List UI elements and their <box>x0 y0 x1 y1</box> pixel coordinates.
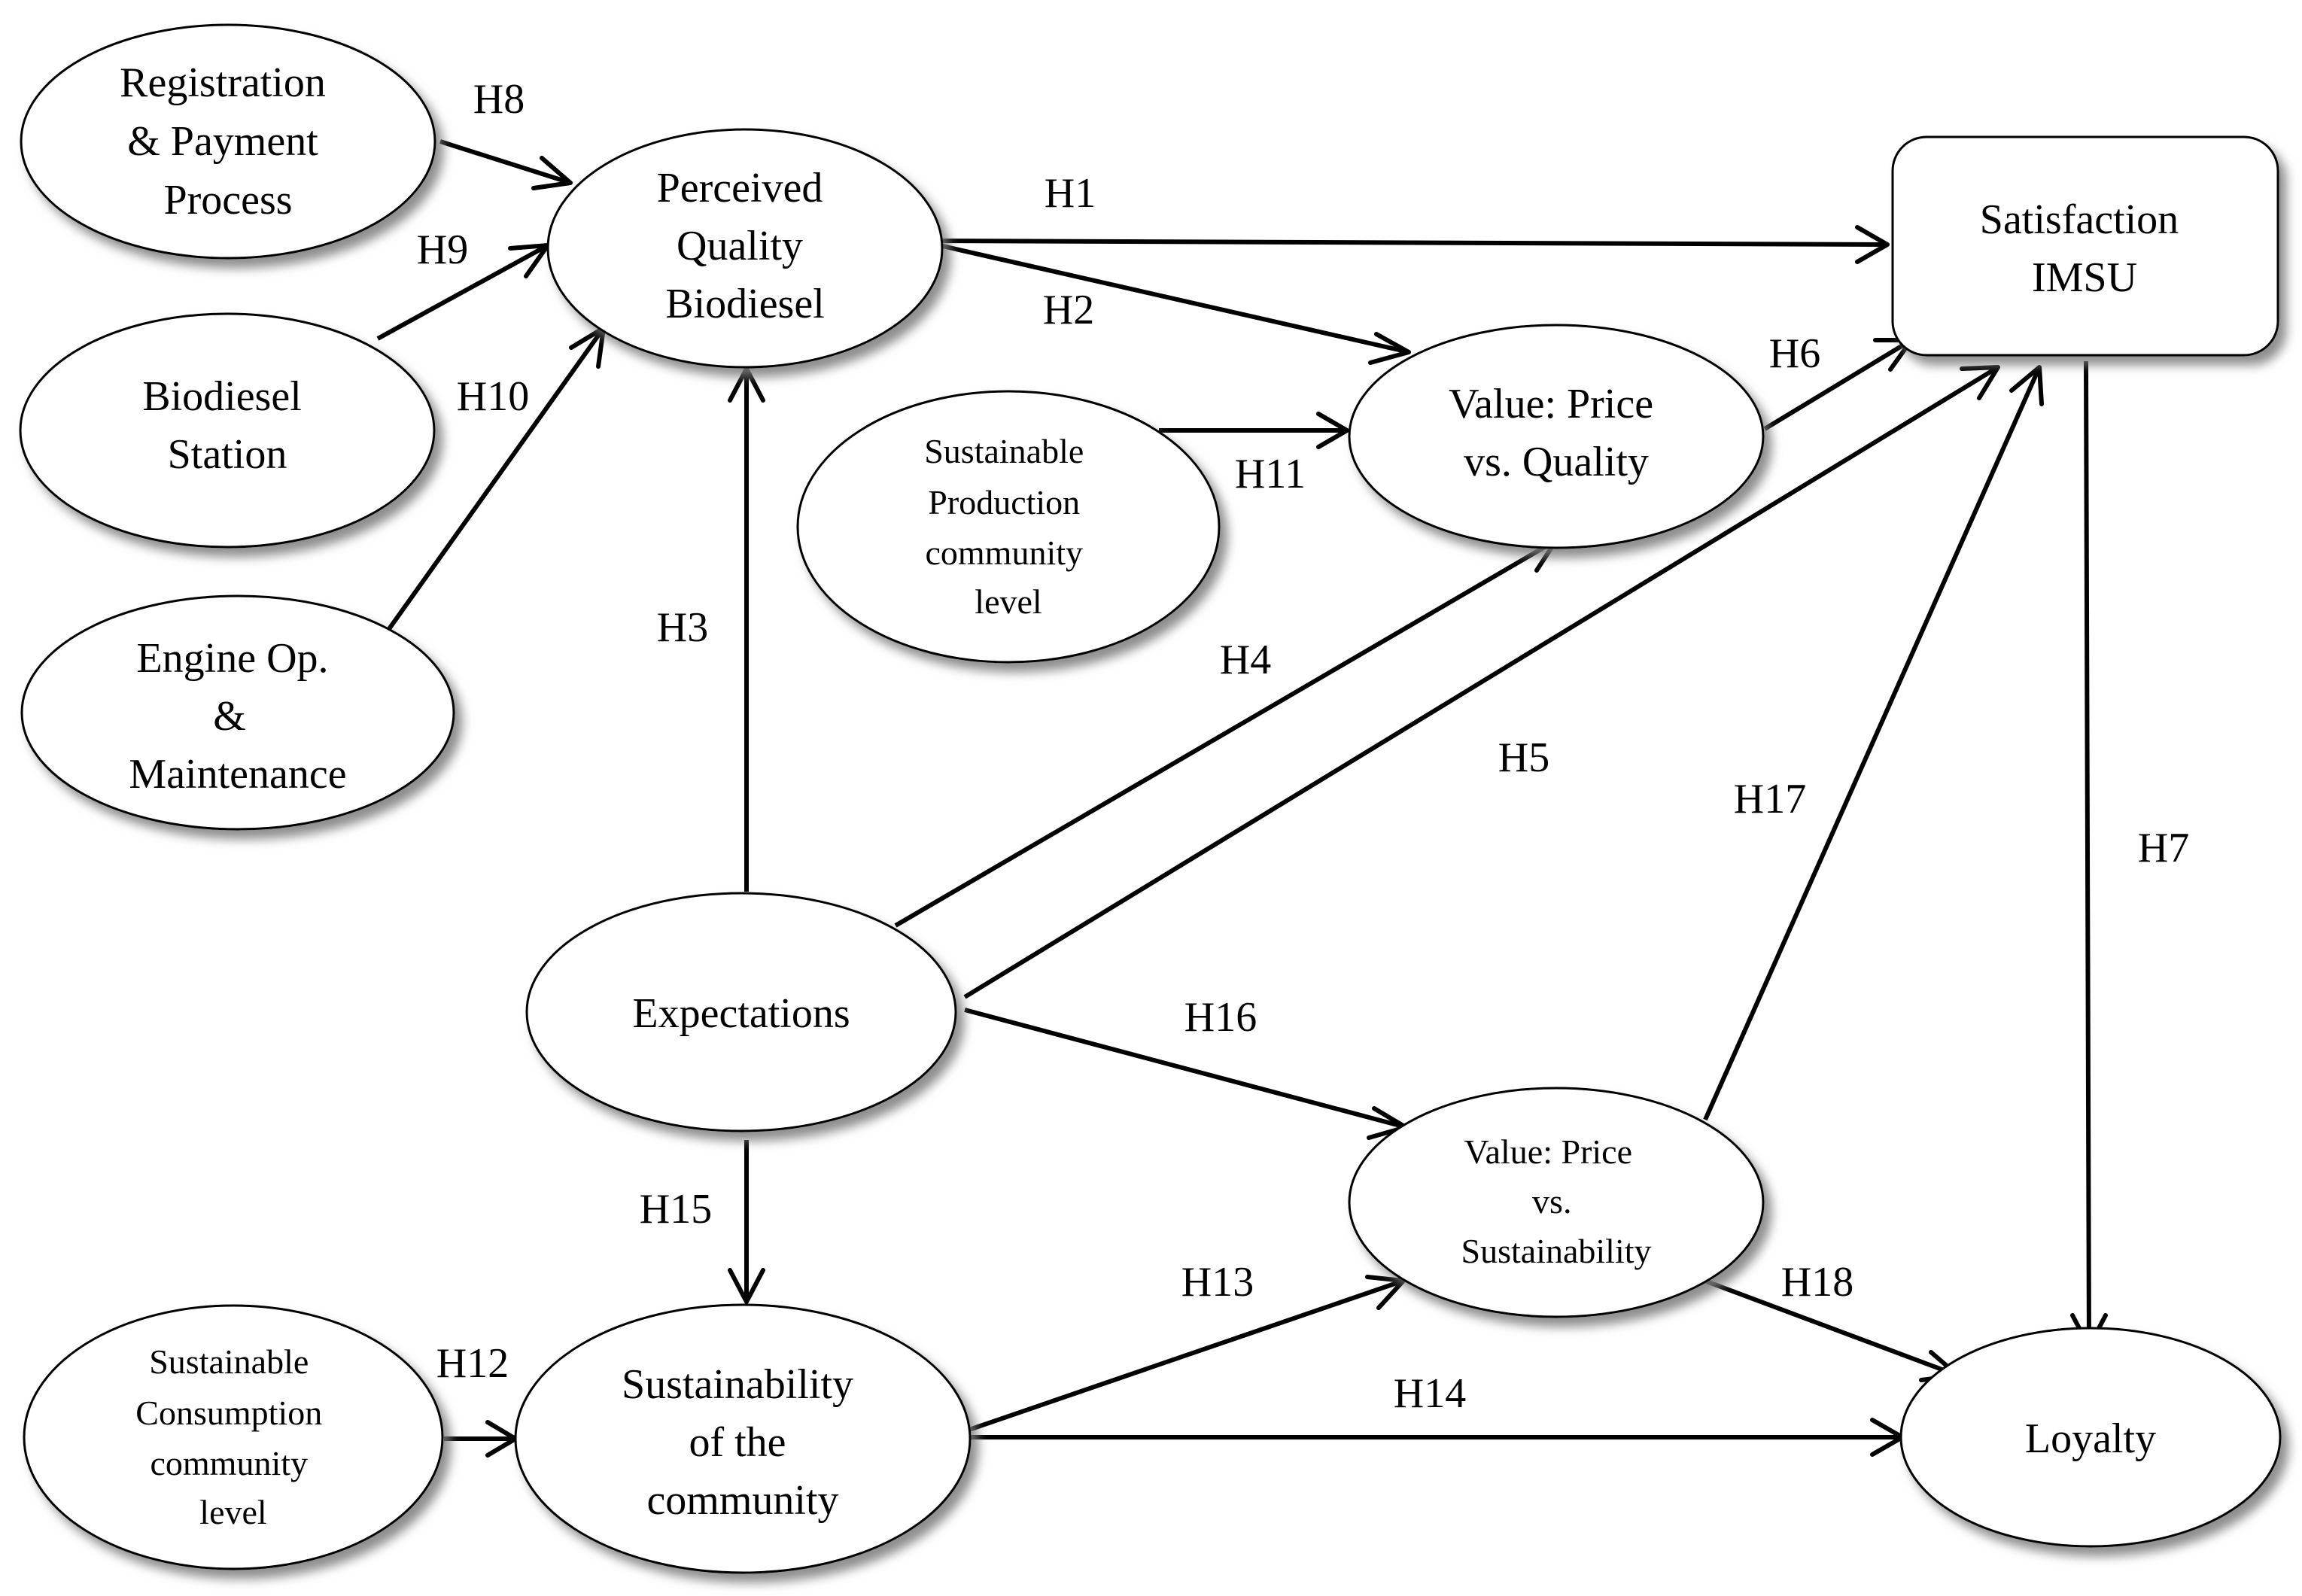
construct-registration-payment-process: Registration & Payment Process <box>20 23 436 260</box>
label-h4: H4 <box>1220 637 1271 683</box>
construct-label-line: Loyalty <box>2025 1415 2156 1462</box>
construct-label-line: Process <box>163 177 292 223</box>
construct-label-line: Sustainability <box>1461 1232 1652 1270</box>
construct-label-line: Maintenance <box>129 751 346 798</box>
construct-label-line: level <box>199 1493 266 1531</box>
path-h2 <box>938 243 1411 365</box>
svg-text:Sustainable Production: Sustainable Production community level <box>924 432 1093 621</box>
construct-biodiesel-station: Biodiesel Station <box>19 312 436 549</box>
label-h5: H5 <box>1498 734 1549 781</box>
construct-label-line: Value: Price <box>1464 1132 1632 1171</box>
label-h11: H11 <box>1235 451 1306 497</box>
label-h7: H7 <box>2138 825 2189 871</box>
hypothesis-labels: H8 H9 H10 H1 H2 H3 H11 H6 H4 H5 H17 H7 H… <box>417 76 2189 1417</box>
label-h3: H3 <box>657 604 708 651</box>
svg-text:Perceived Quality: Perceived Quality Biodiesel <box>657 165 834 327</box>
path-h11 <box>1159 412 1349 449</box>
construct-label-line: community <box>925 534 1083 572</box>
construct-label-line: level <box>975 582 1042 621</box>
label-h6: H6 <box>1769 330 1820 377</box>
construct-label-line: Biodiesel <box>142 373 302 420</box>
path-h7 <box>2070 360 2108 1349</box>
svg-text:Engine Op. & M: Engine Op. & Maintenance <box>129 635 346 798</box>
label-h2: H2 <box>1043 287 1094 333</box>
label-h15: H15 <box>640 1186 712 1233</box>
construct-label-line: & <box>213 693 246 740</box>
construct-label-line: Consumption <box>135 1394 322 1432</box>
construct-satisfaction-imsu: Satisfaction IMSU <box>1891 135 2279 357</box>
construct-label-line: vs. Quality <box>1464 439 1649 485</box>
path-h5 <box>963 365 2000 999</box>
construct-label-line: Sustainable <box>924 432 1084 470</box>
construct-label-line: vs. <box>1532 1182 1571 1221</box>
svg-text:Registration & Payment: Registration & Payment Process <box>120 59 336 223</box>
construct-sustainable-production: Sustainable Production community level <box>796 390 1221 664</box>
label-h13: H13 <box>1181 1259 1254 1306</box>
label-h8: H8 <box>473 76 525 123</box>
svg-text:Sustainable Consumptio: Sustainable Consumption community level <box>135 1342 330 1531</box>
construct-perceived-quality-biodiesel: Perceived Quality Biodiesel <box>546 128 944 369</box>
label-h16: H16 <box>1184 994 1257 1041</box>
construct-expectations: Expectations <box>525 892 957 1132</box>
construct-label-line: Engine Op. <box>136 635 328 682</box>
label-h18: H18 <box>1781 1259 1853 1306</box>
construct-label-line: IMSU <box>2032 254 2137 301</box>
construct-value-price-sustainability: Value: Price vs. Sustainability <box>1348 1087 1765 1318</box>
constructs: Registration & Payment Process Biodiesel… <box>19 23 2282 1574</box>
label-h9: H9 <box>417 226 468 273</box>
svg-text:Loyalty: Loyalty <box>2025 1415 2156 1462</box>
path-h14 <box>969 1418 1905 1457</box>
construct-label-line: Production <box>928 483 1080 521</box>
path-h1 <box>938 225 1890 264</box>
path-h8 <box>439 139 573 190</box>
construct-loyalty: Loyalty <box>1899 1327 2282 1548</box>
construct-label-line: Registration <box>120 59 326 106</box>
path-h15 <box>728 1140 765 1304</box>
label-h14: H14 <box>1394 1370 1466 1417</box>
path-h17 <box>1703 365 2044 1121</box>
construct-label-line: Value: Price <box>1449 381 1653 427</box>
construct-label-line: community <box>646 1477 838 1524</box>
svg-text:Value: Price vs. Quali: Value: Price vs. Quality <box>1449 381 1664 485</box>
svg-text:Expectations: Expectations <box>632 990 850 1037</box>
construct-label-line: of the <box>689 1419 786 1466</box>
svg-text:Value: Price vs.: Value: Price vs. Sustainability <box>1461 1132 1652 1270</box>
construct-value-price-quality: Value: Price vs. Quality <box>1348 324 1765 549</box>
construct-label-line: community <box>150 1444 308 1482</box>
label-h10: H10 <box>457 373 529 420</box>
path-h3 <box>728 366 765 892</box>
svg-text:Biodiesel Station: Biodiesel Station <box>142 373 312 478</box>
construct-engine-op-maintenance: Engine Op. & Maintenance <box>20 594 455 831</box>
construct-label-line: & Payment <box>127 118 318 165</box>
construct-label-line: Satisfaction <box>1980 196 2179 243</box>
construct-label-line: Biodiesel <box>665 281 825 327</box>
label-h12: H12 <box>436 1340 509 1387</box>
construct-label-line: Station <box>168 431 287 478</box>
construct-sustainability-of-community: Sustainability of the community <box>514 1303 972 1574</box>
construct-label-line: Expectations <box>632 990 850 1037</box>
svg-text:Satisfaction IMSU: Satisfaction IMSU <box>1980 196 2189 301</box>
svg-text:Sustainability of the: Sustainability of the community <box>622 1361 864 1524</box>
construct-label-line: Sustainable <box>149 1342 309 1381</box>
construct-label-line: Sustainability <box>622 1361 853 1408</box>
construct-label-line: Quality <box>677 223 803 269</box>
label-h17: H17 <box>1734 776 1806 822</box>
label-h1: H1 <box>1045 170 1096 217</box>
paths <box>376 139 2108 1458</box>
path-h12 <box>444 1420 518 1458</box>
construct-label-line: Perceived <box>657 165 823 211</box>
construct-sustainable-consumption: Sustainable Consumption community level <box>23 1304 444 1570</box>
